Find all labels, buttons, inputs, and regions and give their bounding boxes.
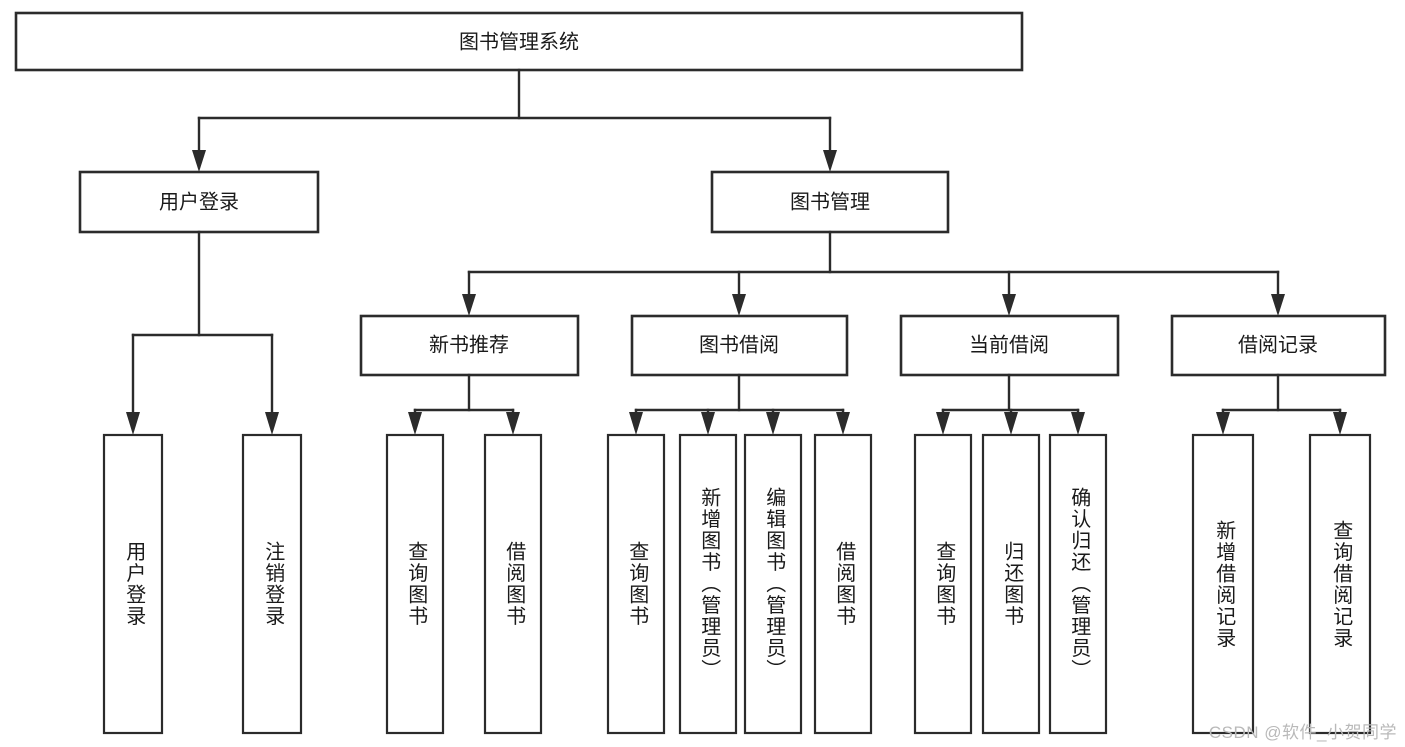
node-book-borrow[interactable]: 图书借阅 [630,314,849,377]
leaf-box-confirm-return[interactable] [1048,433,1108,735]
node-book-borrow-box[interactable] [630,314,849,377]
arrowhead-leaf-borrow-book-a [506,412,520,435]
edges-book-manage-to-level2 [462,230,1285,316]
edges-current-borrow-to-leaves [936,373,1085,435]
leaf-box-user-login[interactable] [102,433,164,735]
node-borrow-record[interactable]: 借阅记录 [1170,314,1387,377]
arrowhead-leaf-add-book [701,412,715,435]
arrowhead-book-borrow [732,294,746,316]
leaf-box-add-record[interactable] [1191,433,1255,735]
leaf-box-add-book[interactable] [678,433,738,735]
node-new-book-recommend[interactable]: 新书推荐 [359,314,580,377]
leaf-box-logout[interactable] [241,433,303,735]
leaf-box-borrow-book-a[interactable] [483,433,543,735]
edges-new-book-to-leaves [408,373,520,435]
edges-root-to-level1 [192,68,837,172]
node-book-borrow-label: 图书借阅 [699,333,779,356]
arrowhead-current-borrow [1002,294,1016,316]
leaf-box-borrow-book-b[interactable] [813,433,873,735]
leaf-box-edit-book[interactable] [743,433,803,735]
node-new-book-recommend-label: 新书推荐 [429,333,509,356]
csdn-watermark: CSDN @软件_小贺同学 [1208,723,1397,742]
node-root-label: 图书管理系统 [459,30,579,53]
node-user-login[interactable]: 用户登录 [78,170,320,234]
node-book-manage-box[interactable] [710,170,950,234]
node-user-login-label: 用户登录 [159,190,239,213]
arrowhead-leaf-query-record [1333,412,1347,435]
arrowhead-borrow-record [1271,294,1285,316]
leaf-box-query-book-b[interactable] [606,433,666,735]
edges-user-login-to-leaves [126,230,279,435]
arrowhead-leaf-add-record [1216,412,1230,435]
leaf-box-return-book[interactable] [981,433,1041,735]
node-borrow-record-label: 借阅记录 [1238,333,1318,356]
node-current-borrow-label: 当前借阅 [969,333,1049,356]
leaf-box-query-book-a[interactable] [385,433,445,735]
arrowhead-leaf-borrow-book-b [836,412,850,435]
node-book-manage[interactable]: 图书管理 [710,170,950,234]
arrowhead-book-manage [823,150,837,172]
arrowhead-leaf-confirm-return [1071,412,1085,435]
arrowhead-leaf-edit-book [766,412,780,435]
arrowhead-leaf-return-book [1004,412,1018,435]
node-current-borrow-box[interactable] [899,314,1120,377]
arrowhead-leaf-query-book-b [629,412,643,435]
arrowhead-leaf-logout [265,412,279,435]
arrowhead-leaf-user-login [126,412,140,435]
node-borrow-record-box[interactable] [1170,314,1387,377]
edges-borrow-record-to-leaves [1216,373,1347,435]
node-book-manage-label: 图书管理 [790,190,870,213]
leaf-boxes [102,433,1372,735]
arrowhead-new-book [462,294,476,316]
node-root[interactable]: 图书管理系统 [14,11,1024,72]
arrowhead-leaf-query-book-c [936,412,950,435]
edges-book-borrow-to-leaves [629,373,850,435]
arrowhead-user-login [192,150,206,172]
leaf-box-query-record[interactable] [1308,433,1372,735]
leaf-box-query-book-c[interactable] [913,433,973,735]
node-root-box[interactable] [14,11,1024,72]
node-new-book-recommend-box[interactable] [359,314,580,377]
node-current-borrow[interactable]: 当前借阅 [899,314,1120,377]
arrowhead-leaf-query-book-a [408,412,422,435]
